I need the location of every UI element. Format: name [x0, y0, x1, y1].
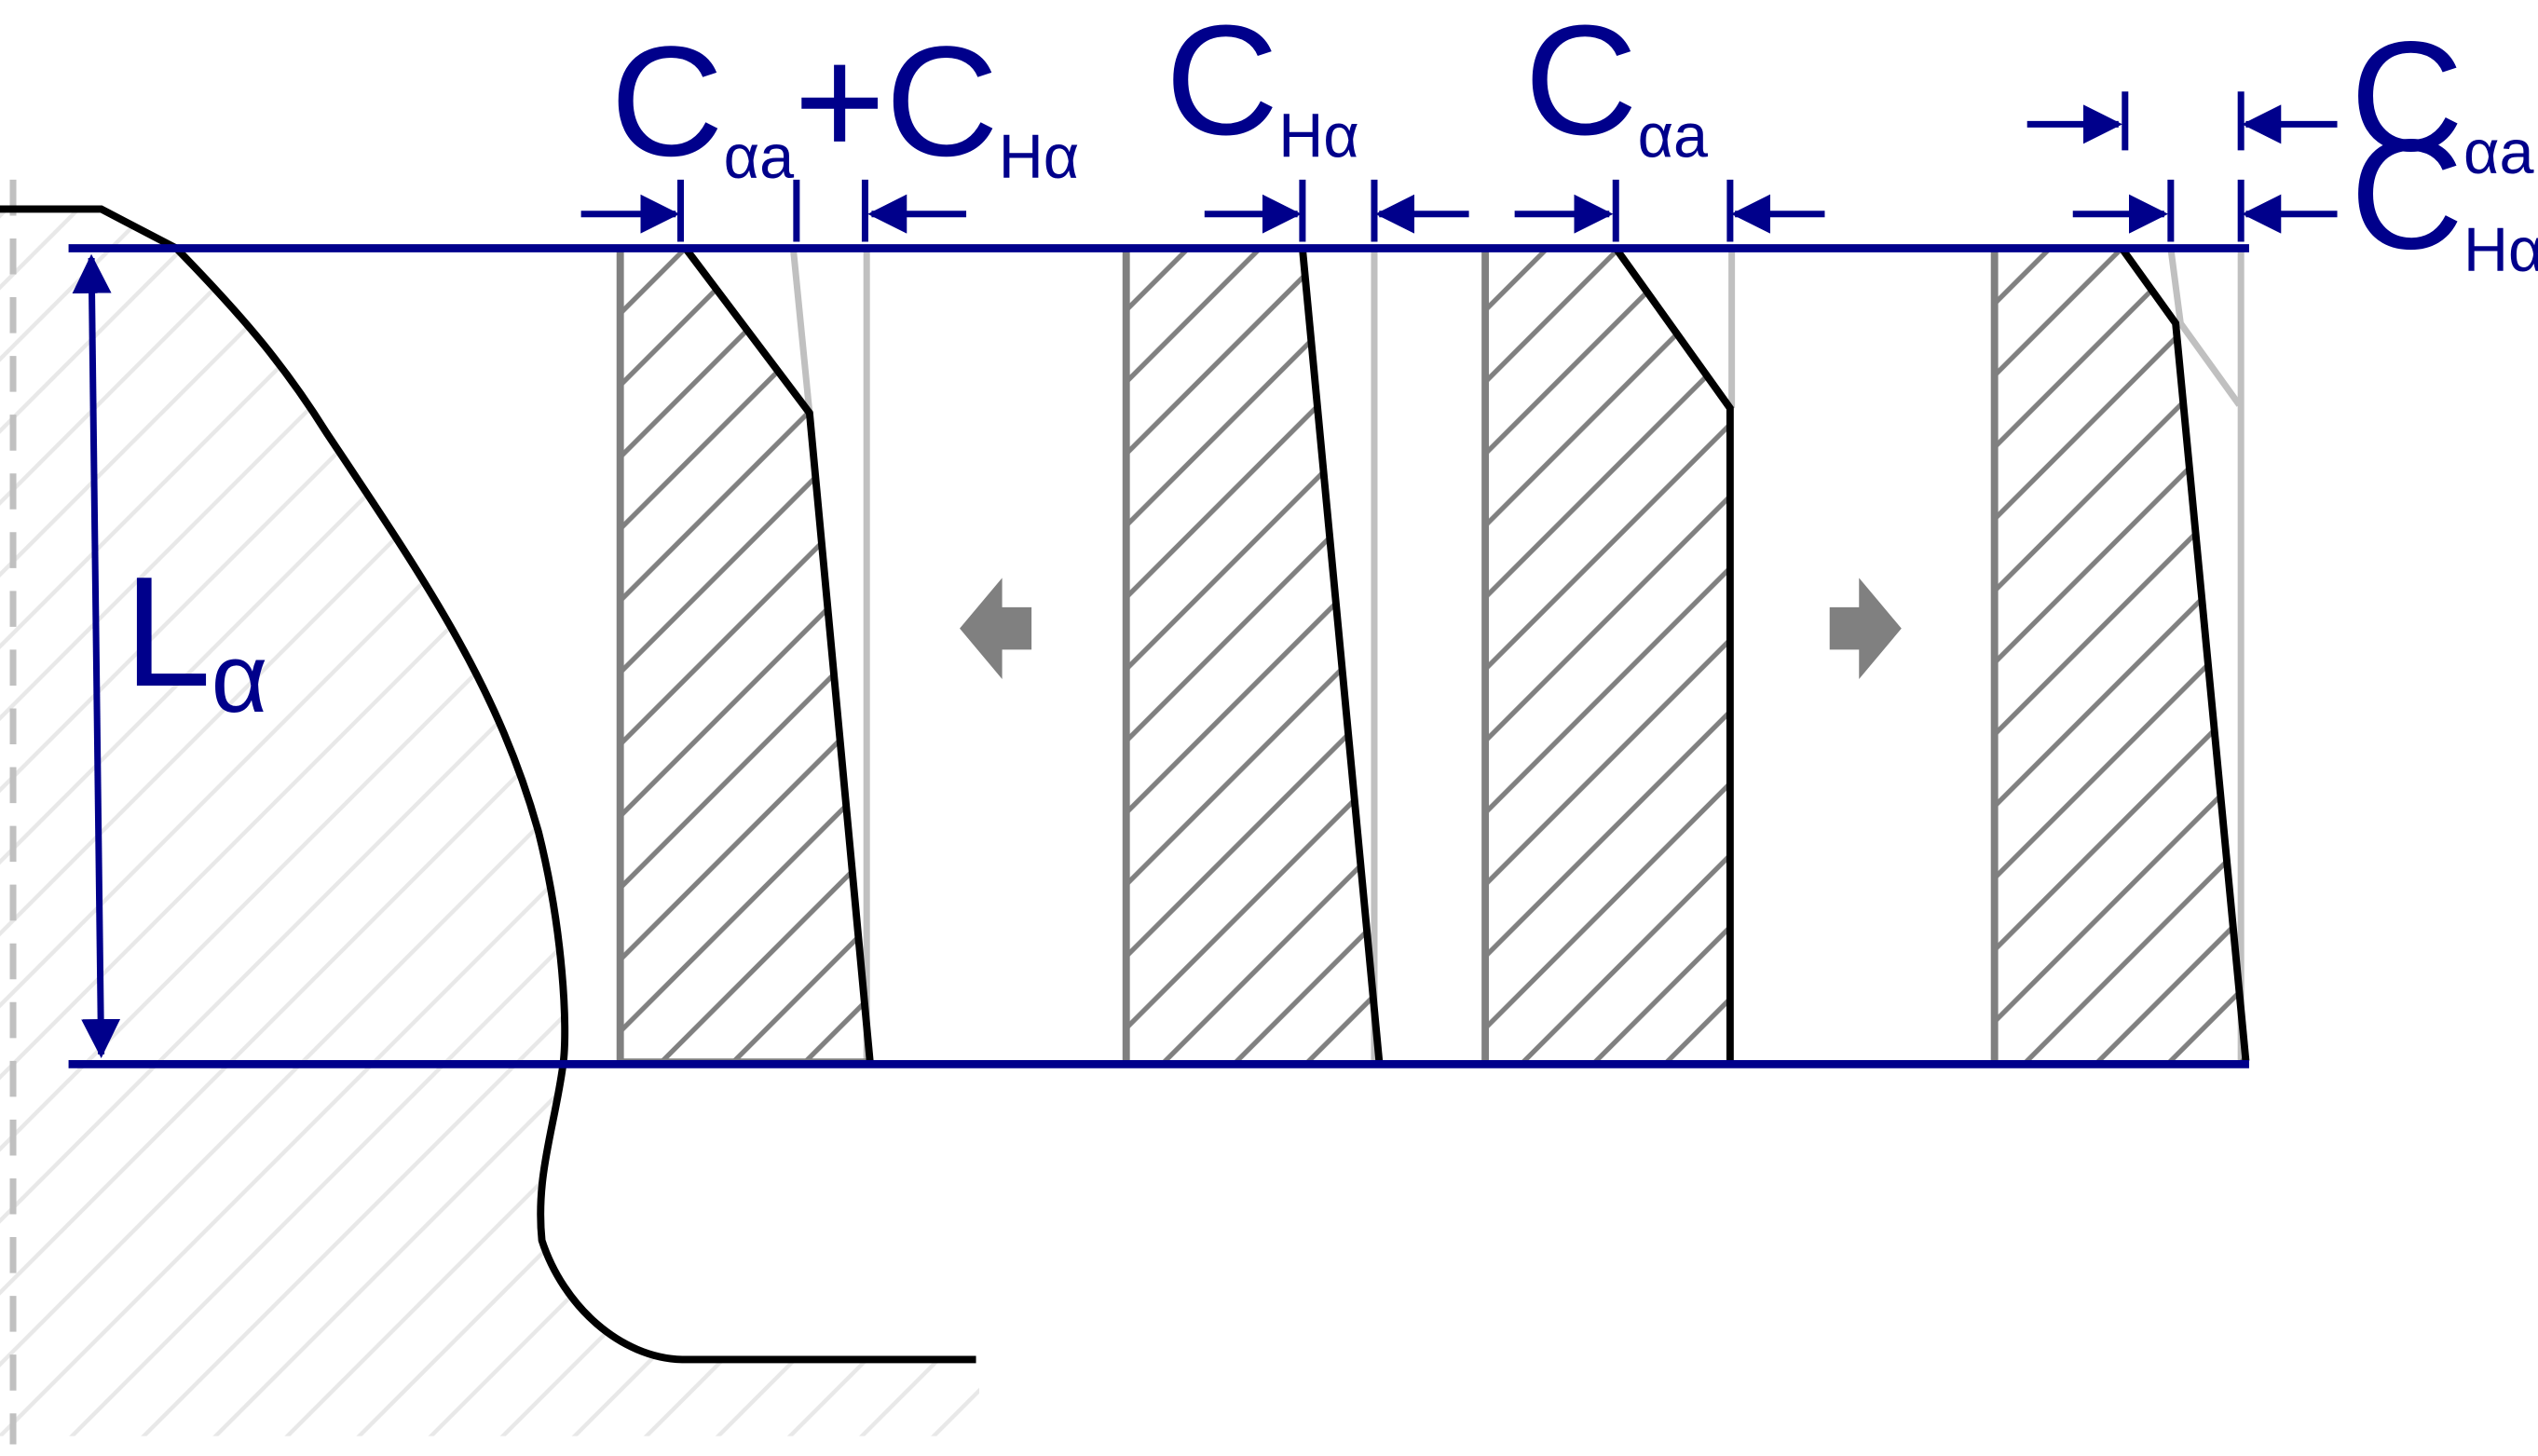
arrow-right-icon: [1829, 578, 1902, 679]
length-label-main: L: [124, 544, 212, 719]
label-right-slope: CHα: [2351, 106, 2538, 285]
panel-tip-relief: [1481, 246, 1734, 1061]
boundary-lines: [68, 244, 2249, 1068]
tip-relief-profile-line: [1613, 246, 1734, 1061]
left-tooth-flank: [0, 179, 980, 1445]
length-label-sub: α: [212, 624, 268, 733]
nominal-lines: [789, 248, 2245, 1061]
arrow-left-icon: [960, 578, 1032, 679]
label-profile-slope: CHα: [1166, 0, 1359, 170]
dimension-arrows: [580, 91, 2338, 242]
panel-combined-modification: [616, 246, 874, 1064]
label-right-tip: Cαa: [2351, 8, 2535, 187]
label-tip-relief: Cαa: [1524, 0, 1709, 170]
label-combined: Cαa+CHα: [610, 14, 1079, 193]
modified-profile-line: [682, 246, 874, 1062]
right-profile-line: [2119, 246, 2250, 1062]
svg-text:Lα: Lα: [124, 544, 267, 733]
panel-profile-slope: [1122, 248, 1384, 1062]
length-dimension: Lα: [72, 253, 267, 1059]
tooth-profile-curve: [0, 205, 976, 1364]
slope-profile-line: [1298, 248, 1384, 1062]
